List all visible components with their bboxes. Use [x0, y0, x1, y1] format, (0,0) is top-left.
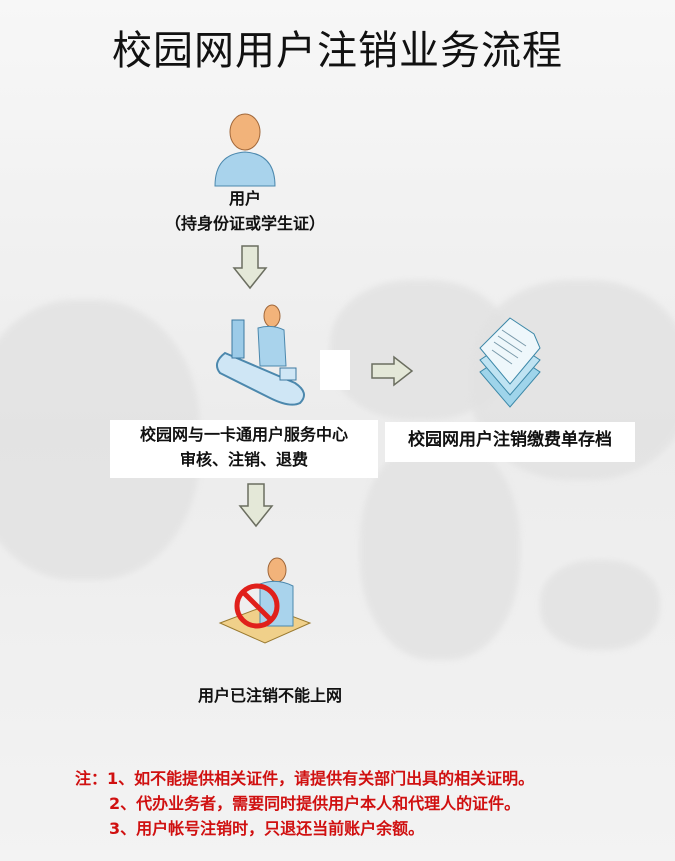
- note-item-2: 2、代办业务者，需要同时提供用户本人和代理人的证件。: [109, 794, 521, 813]
- world-map-background: [360, 440, 520, 660]
- cancelled-user-icon: [218, 557, 312, 644]
- result-label: 用户已注销不能上网: [197, 686, 342, 705]
- white-patch: [320, 350, 350, 390]
- user-label-line2: （持身份证或学生证）: [164, 214, 325, 233]
- service-label-line2: 审核、注销、退费: [179, 450, 308, 469]
- arrow-down-icon: [232, 245, 268, 290]
- world-map-background: [540, 560, 660, 650]
- notes-prefix: 注：: [75, 769, 108, 788]
- document-stack-icon: [479, 317, 541, 408]
- note-item-3: 3、用户帐号注销时，只退还当前账户余额。: [109, 819, 425, 838]
- service-desk-icon: [215, 304, 305, 406]
- arrow-down-icon: [238, 483, 274, 528]
- page-title: 校园网用户注销业务流程: [112, 28, 563, 74]
- service-label-line1: 校园网与一卡通用户服务中心: [139, 425, 348, 444]
- note-item-1: 注：1、如不能提供相关证件，请提供有关部门出具的相关证明。: [75, 766, 534, 791]
- user-icon: [214, 113, 276, 187]
- notes: 注：1、如不能提供相关证件，请提供有关部门出具的相关证明。 2、代办业务者，需要…: [75, 766, 534, 841]
- arrow-right-icon: [371, 355, 414, 387]
- archive-label: 校园网用户注销缴费单存档: [385, 422, 635, 462]
- user-label-line1: 用户: [228, 189, 261, 208]
- note-text: 1、如不能提供相关证件，请提供有关部门出具的相关证明。: [107, 769, 535, 788]
- service-label: 校园网与一卡通用户服务中心 审核、注销、退费: [110, 420, 378, 478]
- user-label: 用户 （持身份证或学生证）: [145, 186, 345, 236]
